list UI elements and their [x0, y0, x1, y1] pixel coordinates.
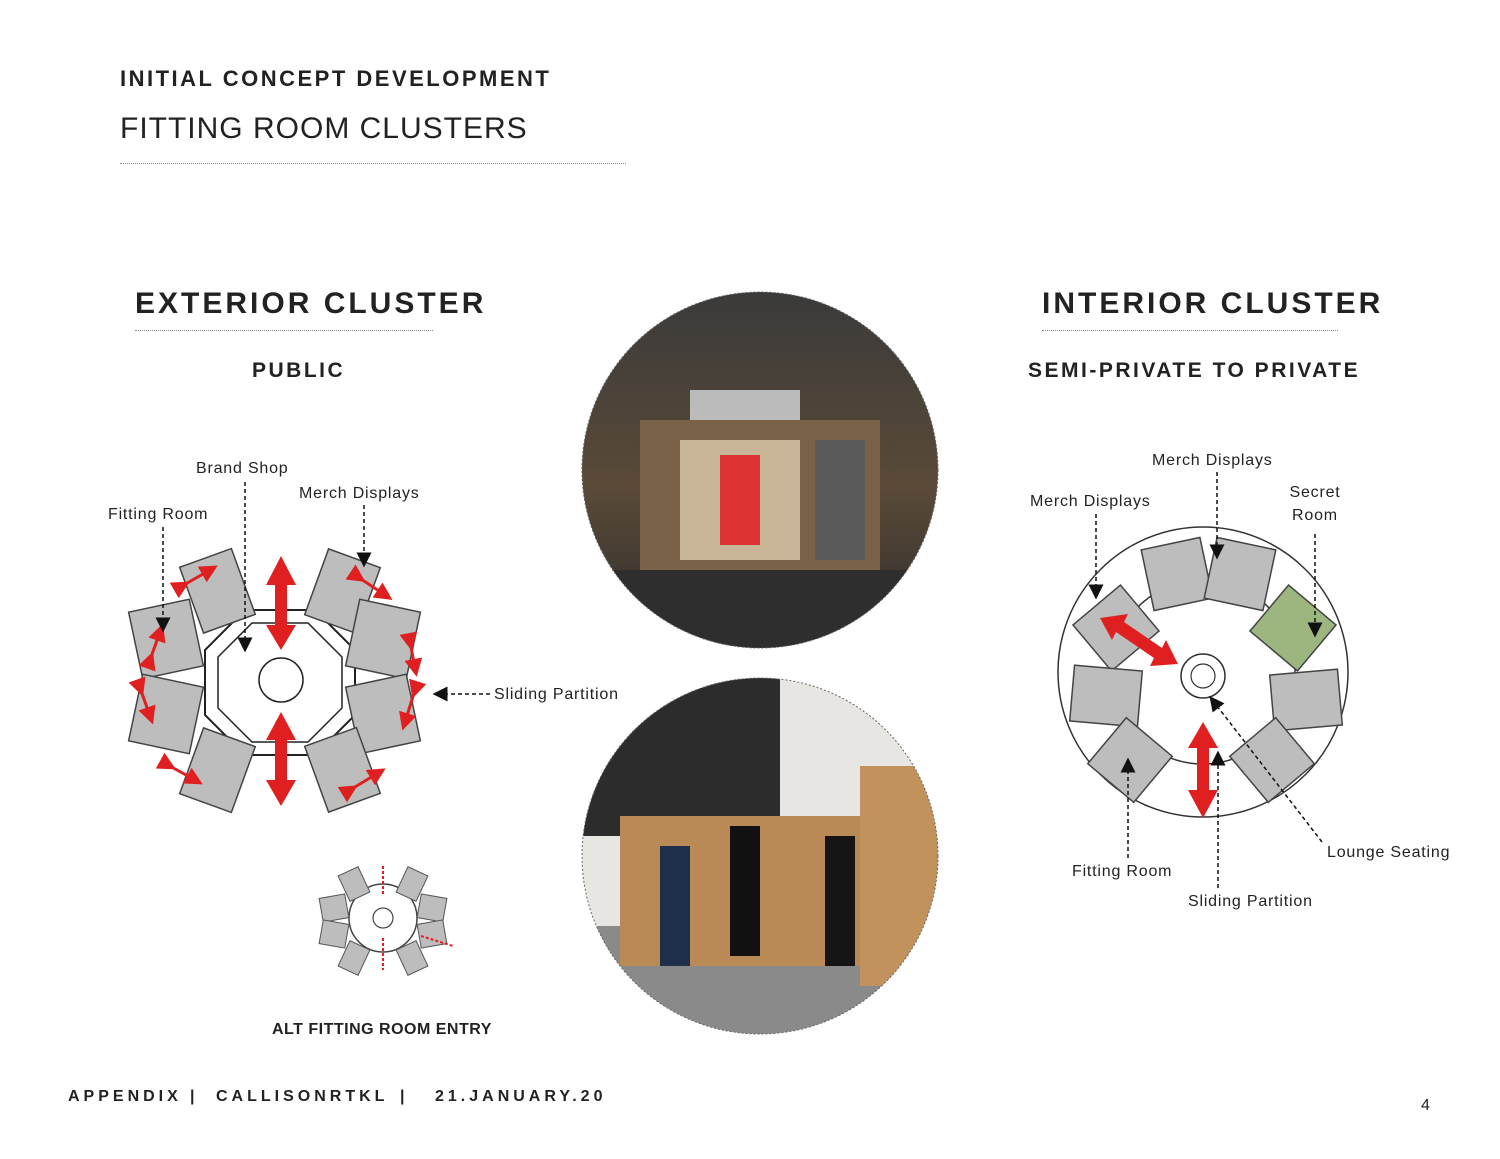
label-sliding-partition-interior: Sliding Partition [1188, 893, 1313, 910]
interior-room [1068, 664, 1144, 728]
room-swing-arrow [128, 676, 156, 725]
room-swing-arrow [169, 565, 218, 599]
interior-room [1203, 536, 1277, 612]
interior-room [1228, 716, 1316, 804]
label-merch-displays-top: Merch Displays [1152, 452, 1273, 469]
label-secret-room: Secret Room [1289, 484, 1341, 524]
header-kicker: INITIAL CONCEPT DEVELOPMENT [120, 66, 552, 91]
interior-entry-arrow [1188, 722, 1218, 818]
exterior-title-divider [135, 330, 433, 331]
header-divider [120, 163, 626, 164]
exterior-subtitle: PUBLIC [252, 359, 346, 382]
exterior-center-circle [258, 657, 304, 703]
label-fitting-room: Fitting Room [108, 506, 209, 523]
footer-firm: CALLISONRTKL [216, 1088, 389, 1105]
room-swing-arrow [155, 752, 203, 785]
alt-entry-caption: ALT FITTING ROOM ENTRY [272, 1021, 492, 1038]
label-lounge-seating: Lounge Seating [1327, 844, 1451, 861]
exterior-cluster-title: EXTERIOR CLUSTER [135, 287, 487, 320]
room-swing-arrow [399, 678, 427, 731]
secret-room [1248, 584, 1338, 672]
room-swing-arrow [337, 768, 386, 803]
interior-cluster-title: INTERIOR CLUSTER [1042, 287, 1384, 320]
label-merch-displays-left: Merch Displays [1030, 493, 1151, 510]
interior-room [1268, 668, 1344, 732]
footer-date: 21.JANUARY.20 [435, 1088, 607, 1105]
footer-separator: | [190, 1088, 199, 1105]
leader-lounge-seating [1209, 696, 1323, 843]
page-number: 4 [1421, 1097, 1430, 1114]
interior-room-arrow [1100, 614, 1178, 666]
label-fitting-room-interior: Fitting Room [1072, 863, 1173, 880]
label-brand-shop: Brand Shop [196, 460, 289, 477]
exterior-octagon-inner [217, 622, 343, 743]
footer-separator: | [400, 1088, 409, 1105]
interior-title-divider [1042, 330, 1338, 331]
label-merch-displays: Merch Displays [299, 485, 420, 502]
room-swing-arrow [345, 564, 393, 600]
interior-room [1086, 716, 1174, 804]
exterior-entry-arrow-bottom [266, 712, 296, 806]
interior-room [1140, 536, 1214, 612]
exterior-cluster-photo [581, 291, 939, 649]
interior-subtitle: SEMI-PRIVATE TO PRIVATE [1028, 359, 1361, 382]
footer-appendix: APPENDIX [68, 1088, 182, 1105]
exterior-entry-arrow-top [266, 556, 296, 650]
page-title: FITTING ROOM CLUSTERS [120, 112, 528, 145]
room-swing-arrow [138, 623, 166, 672]
cardboard-prototype-photo [581, 677, 939, 1035]
label-sliding-partition: Sliding Partition [494, 686, 619, 703]
room-swing-arrow [399, 631, 423, 677]
alt-entry-diagram [318, 865, 454, 977]
